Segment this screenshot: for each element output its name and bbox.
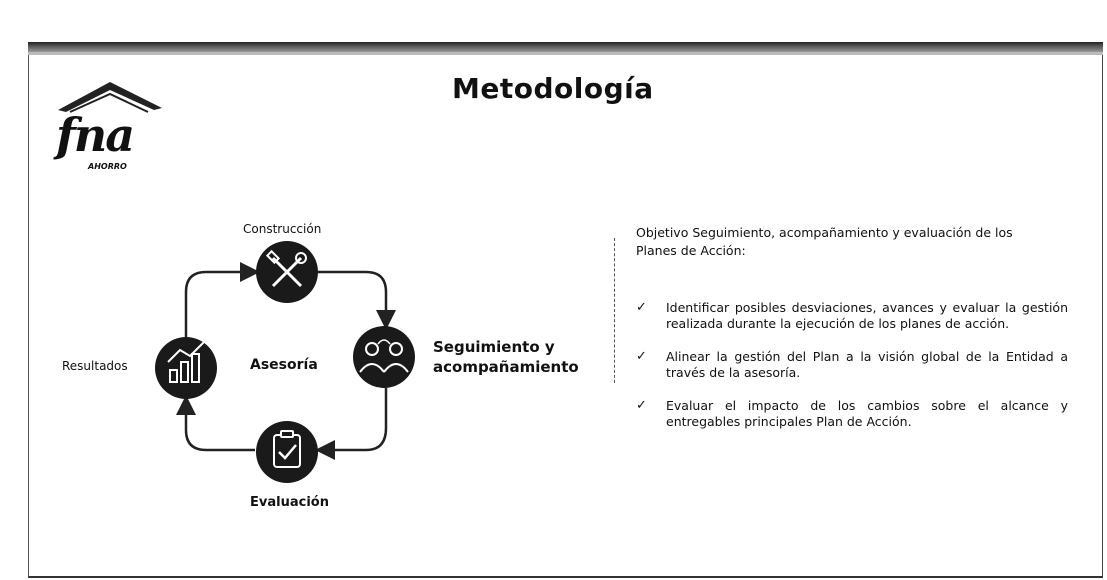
arrow-construccion-seguimiento: [318, 270, 396, 330]
objective-text: Objetivo Seguimiento, acompañamiento y e…: [636, 225, 1013, 258]
list-item: ✓ Evaluar el impacto de los cambios sobr…: [636, 398, 1068, 430]
diagram-center-label: Asesoría: [250, 357, 318, 373]
roof-icon: [58, 82, 162, 113]
cycle-diagram: [155, 241, 415, 483]
list-item: ✓ Alinear la gestión del Plan a la visió…: [636, 349, 1068, 381]
slide-top-bar-shadow: [28, 52, 1103, 55]
people-icon: [353, 326, 415, 388]
slide-top-bar: [28, 42, 1103, 52]
tools-icon: [256, 241, 318, 303]
step-label-seguimiento-2: acompañamiento: [433, 358, 579, 376]
step-label-resultados: Resultados: [62, 359, 128, 373]
check-icon: ✓: [636, 398, 647, 413]
arrow-evaluacion-resultados: [176, 395, 255, 452]
slide-frame: [28, 42, 1103, 578]
logo-wordmark: fna: [56, 108, 135, 162]
step-label-seguimiento-1: Seguimiento y: [433, 338, 555, 356]
bullet-text: Alinear la gestión del Plan a la visión …: [666, 349, 1068, 380]
bullet-text: Evaluar el impacto de los cambios sobre …: [666, 398, 1068, 429]
growth-chart-icon: [155, 337, 217, 399]
bullet-list: ✓ Identificar posibles desviaciones, ava…: [636, 300, 1068, 447]
divider-line: [614, 238, 616, 383]
bullet-text: Identificar posibles desviaciones, avanc…: [666, 300, 1068, 331]
logo-tagline: AHORRO: [88, 162, 127, 171]
check-icon: ✓: [636, 300, 647, 315]
fna-logo: fna AHORRO: [50, 68, 170, 178]
list-item: ✓ Identificar posibles desviaciones, ava…: [636, 300, 1068, 332]
check-icon: ✓: [636, 349, 647, 364]
arrow-resultados-construccion: [184, 262, 260, 340]
clipboard-check-icon: [256, 421, 318, 483]
arrow-seguimiento-evaluacion: [315, 388, 388, 460]
step-label-construccion: Construcción: [243, 222, 322, 236]
step-label-evaluacion: Evaluación: [250, 495, 329, 510]
page-title: Metodología: [452, 72, 654, 105]
